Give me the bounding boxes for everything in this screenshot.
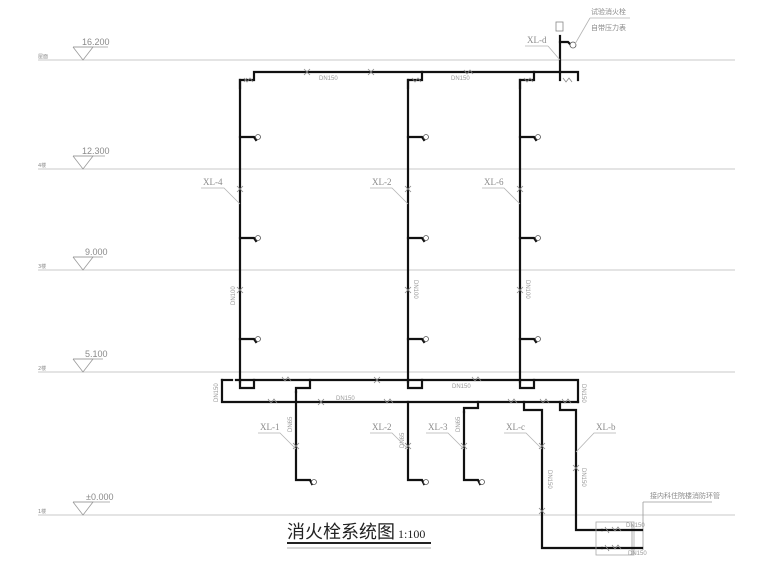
- pipe-size-label: DN150: [214, 383, 220, 402]
- pipe-size-label: DN150: [580, 468, 586, 487]
- pipe-size-label: DN100: [231, 286, 237, 305]
- elevation-marker-4f: 4楼 12.300: [38, 146, 110, 170]
- riser-label: XL-c: [506, 422, 525, 432]
- pipe-size-label: DN150: [319, 76, 338, 82]
- elevation-marker-2f: 2楼 5.100: [38, 349, 108, 373]
- floor-label: 2楼: [38, 365, 46, 372]
- floor-label: 屋面: [38, 54, 48, 60]
- riser-label: XL-6: [484, 177, 504, 187]
- elevation-value: 12.300: [82, 146, 110, 156]
- upper-risers: DN100 DN100 DN100: [231, 78, 541, 384]
- drawing-title: 消火栓系统图 1:100: [287, 522, 431, 549]
- pipe-size-label: DN150: [336, 396, 355, 402]
- floor-lines: [38, 59, 735, 516]
- elevation-value: 16.200: [82, 37, 110, 47]
- xl-d-label: XL-d 试验消火栓 自带压力表: [525, 7, 630, 61]
- riser-label: XL-2: [372, 422, 392, 432]
- ring-main: DN150 DN150 DN150 DN150: [214, 376, 586, 406]
- riser-label: XL-4: [203, 177, 223, 187]
- pipe-size-label: DN100: [524, 280, 530, 299]
- elevation-marker-1f: 1楼 ±0.000: [38, 492, 113, 516]
- pipe-size-label: DN150: [580, 384, 586, 403]
- riser-label: XL-b: [596, 422, 616, 432]
- floor-label: 3楼: [38, 263, 46, 270]
- pipe-size-label: DN65: [288, 416, 294, 432]
- roof-header-pipe: DN150 DN150: [238, 21, 580, 90]
- pipe-size-label: DN65: [400, 432, 406, 448]
- riser-label: XL-3: [428, 422, 448, 432]
- pressure-gauge-note: 自带压力表: [591, 23, 626, 32]
- pipe-size-label: DN150: [452, 384, 471, 390]
- scale-text: 1:100: [398, 527, 425, 541]
- pipe-size-label: DN100: [412, 280, 418, 299]
- connection-note: 接内科住院楼消防环管: [650, 491, 720, 500]
- elevation-value: 9.000: [85, 247, 108, 257]
- elevation-marker-3f: 3楼 9.000: [38, 247, 108, 271]
- floor-label: 1楼: [38, 508, 46, 515]
- pipe-size-label: DN150: [628, 551, 647, 557]
- riser-label: XL-2: [372, 177, 392, 187]
- floor-label: 4楼: [38, 162, 46, 169]
- title-text: 消火栓系统图: [287, 522, 395, 543]
- connection-to-ring: DN150 DN150 接内科住院楼消防环管: [595, 491, 720, 557]
- pipe-size-label: DN150: [451, 76, 470, 82]
- lower-riser-labels: XL-1 XL-2 XL-3 XL-c XL-b: [258, 422, 616, 453]
- lower-risers: DN65 DN65 DN65 DN150 DN150: [288, 390, 604, 550]
- elevation-marker-roof: 屋面 16.200: [38, 37, 110, 61]
- elevation-value: 5.100: [85, 349, 108, 359]
- riser-label: XL-1: [260, 422, 280, 432]
- pipe-size-label: DN150: [626, 523, 645, 529]
- upper-riser-labels: XL-4 XL-2 XL-6: [201, 177, 521, 205]
- pipe-size-label: DN65: [456, 416, 462, 432]
- pipe-size-label: DN150: [546, 470, 552, 489]
- riser-label: XL-d: [527, 35, 547, 45]
- test-hydrant-note: 试验消火栓: [591, 7, 626, 16]
- elevation-value: ±0.000: [86, 492, 113, 502]
